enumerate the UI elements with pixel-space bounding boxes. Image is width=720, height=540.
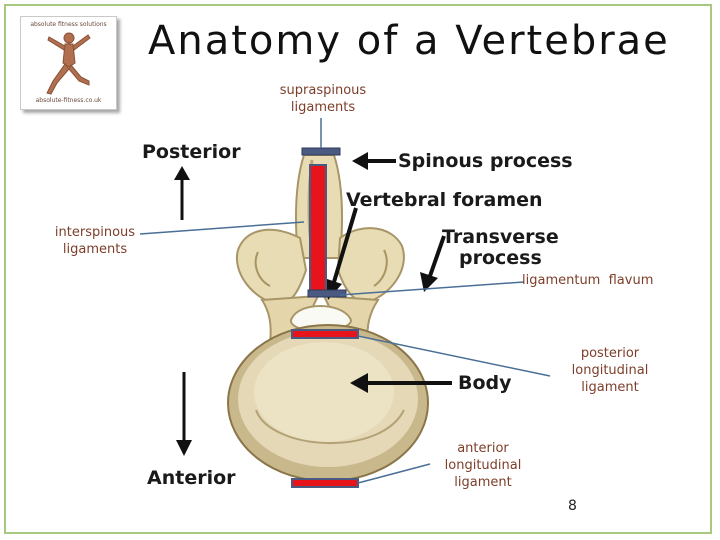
- posterior-label: Posterior: [142, 141, 241, 163]
- slide-frame: [4, 4, 712, 534]
- transverse-process-left: [235, 228, 308, 306]
- anterior-arrow: [176, 372, 192, 456]
- posterior-longitudinal-ligament-label: posterior longitudinal ligament: [571, 346, 649, 395]
- ligamentum-flavum-label: ligamentum flavum: [522, 273, 654, 288]
- posterior-longitudinal-leader-line: [357, 335, 551, 377]
- body-label: Body: [458, 372, 512, 394]
- logo-top-text: absolute fitness solutions: [30, 21, 107, 28]
- supraspinous-ligaments-label: supraspinous ligaments: [279, 83, 367, 115]
- interspinous-ligament-marker: [307, 164, 347, 298]
- anterior-label: Anterior: [147, 467, 236, 489]
- anterior-longitudinal-ligament-marker: [291, 478, 359, 488]
- anterior-longitudinal-leader-line: [357, 463, 431, 484]
- logo: absolute fitness solutions absolute-fitn…: [20, 16, 117, 110]
- page-title: Anatomy of a Vertebrae: [148, 18, 670, 64]
- posterior-arrow: [174, 166, 190, 220]
- page-number: 8: [568, 498, 577, 514]
- transverse-process-label: Transverse process: [442, 226, 559, 269]
- posterior-longitudinal-ligament-marker: [291, 329, 359, 339]
- body-pointer: [350, 373, 452, 393]
- logo-bottom-text: absolute-fitness.co.uk: [35, 97, 102, 104]
- interspinous-leader-line: [139, 221, 305, 235]
- vertebral-body: [227, 324, 429, 482]
- transverse-process-pointer: [420, 235, 446, 292]
- interspinous-ligaments-label: interspinous ligaments: [54, 225, 136, 257]
- supraspinous-ligament-marker: [301, 147, 341, 156]
- vertebral-foramen-label: Vertebral foramen: [346, 189, 543, 211]
- spinous-process-label: Spinous process: [398, 150, 573, 172]
- athlete-figure-icon: [46, 32, 91, 95]
- anterior-longitudinal-ligament-label: anterior longitudinal ligament: [444, 441, 522, 490]
- transverse-process-right: [336, 227, 405, 304]
- vertebra-illustration: [227, 154, 429, 482]
- spinous-process-pointer: [352, 152, 396, 170]
- ligamentum-flavum-leader-line: [339, 281, 525, 296]
